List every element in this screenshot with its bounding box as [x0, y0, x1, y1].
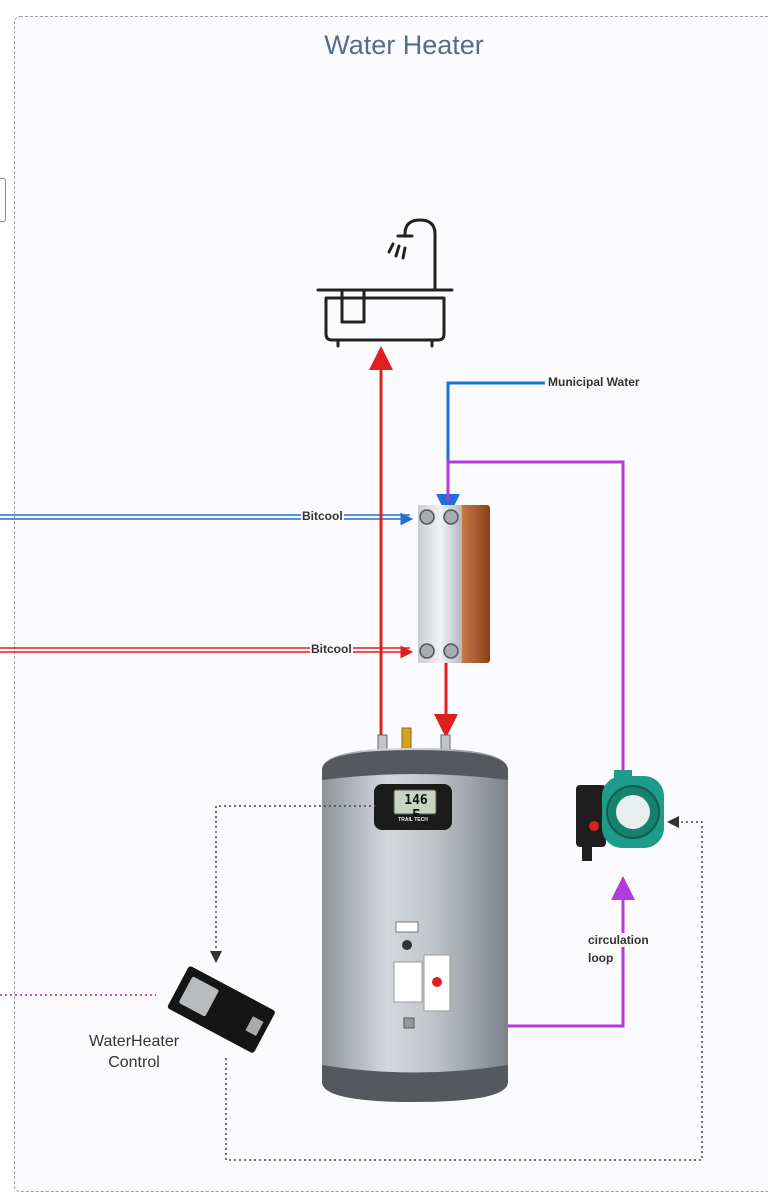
esp32-board-icon	[167, 966, 275, 1053]
temperature-display	[374, 784, 452, 830]
municipal-water-label: Municipal Water	[547, 375, 641, 389]
controller-label-line1: WaterHeater	[88, 1033, 180, 1050]
circulation-loop-label-line2: loop	[587, 951, 615, 965]
circulation-loop-label-line1: circulation	[587, 933, 650, 947]
temperature-readout: 146 F	[404, 793, 428, 823]
heat-exchanger-icon	[418, 505, 490, 663]
display-brand: TRAIL TECH	[398, 817, 428, 823]
circulation-loop-line	[446, 460, 625, 770]
collapsed-panel-tab[interactable]	[0, 178, 6, 222]
sink-icon	[316, 218, 454, 348]
bitcool-bottom-label: Bitcool	[310, 642, 353, 656]
bitcool-top-label: Bitcool	[301, 509, 344, 523]
circulation-pump-icon	[576, 770, 664, 861]
water-tank-icon	[322, 727, 508, 1102]
bitcool-cold-line	[0, 512, 414, 526]
municipal-water-line	[436, 381, 545, 518]
pump-control-line	[225, 816, 703, 1161]
diagram-title: Water Heater	[324, 30, 484, 60]
sensor-signal-line	[210, 805, 376, 963]
controller-label-line2: Control	[108, 1054, 160, 1071]
